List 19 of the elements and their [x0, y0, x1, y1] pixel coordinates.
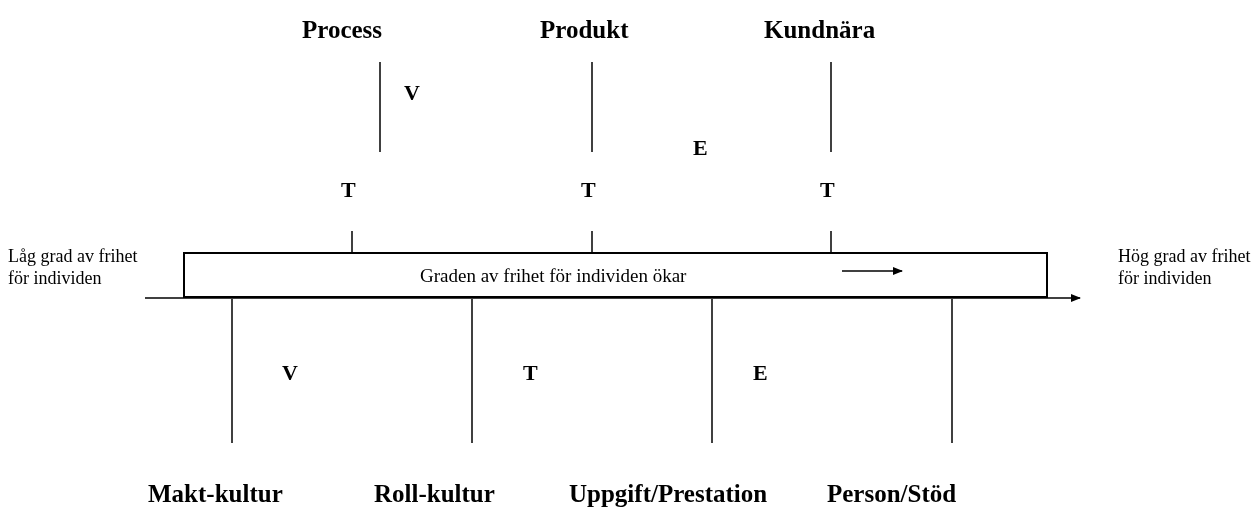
category-heading: Produkt — [540, 16, 629, 44]
letter-mark: E — [693, 135, 708, 161]
letter-mark: T — [523, 360, 538, 386]
letter-mark: T — [341, 177, 356, 203]
culture-heading: Person/Stöd — [827, 480, 957, 508]
scale-box — [183, 252, 1048, 298]
letter-mark: V — [282, 360, 298, 386]
letter-mark: E — [753, 360, 768, 386]
letter-mark: T — [820, 177, 835, 203]
culture-heading: Roll-kultur — [374, 480, 495, 508]
scale-end-label: Låg grad av frihet för individen — [8, 245, 138, 289]
category-heading: Process — [302, 16, 383, 44]
culture-heading: Uppgift/Prestation — [569, 480, 768, 508]
box-caption: Graden av frihet för individen ökar — [420, 265, 687, 287]
culture-heading: Makt-kultur — [148, 480, 283, 508]
scale-end-label: Hög grad av frihet för individen — [1118, 245, 1252, 289]
category-heading: Kundnära — [764, 16, 876, 44]
letter-mark: V — [404, 80, 420, 106]
letter-mark: T — [581, 177, 596, 203]
